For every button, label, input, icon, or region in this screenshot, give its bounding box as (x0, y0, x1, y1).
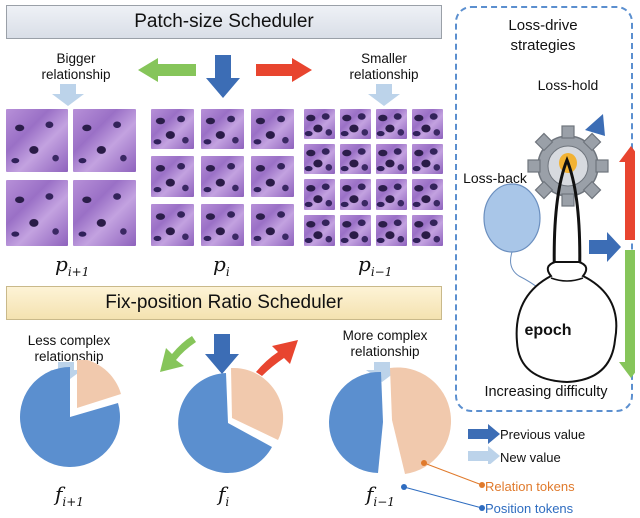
new-value-arrow-left (52, 84, 84, 106)
patch-3x3-6 (251, 156, 294, 197)
p-next-label: pi+1 (55, 252, 90, 279)
patch-arrows (52, 55, 400, 106)
patch-3x3-8 (201, 204, 244, 246)
pie-current-position (178, 373, 272, 473)
green-left-arrow (138, 58, 196, 82)
previous-value-legend-icon (468, 424, 500, 444)
red-curved-arrow (256, 340, 298, 376)
increase-arrow-red (619, 146, 635, 240)
legend-previous-value: Previous value (500, 427, 586, 442)
pie-prev-position (329, 371, 383, 473)
pie-prev (329, 367, 452, 474)
more-complex-label: More complex relationship (342, 328, 428, 359)
previous-value-arrow-loss (589, 232, 621, 262)
patch-3x3-4 (151, 156, 194, 197)
green-curved-arrow (160, 336, 196, 372)
ratio-arrows (50, 334, 398, 382)
p-current-label: pi (213, 252, 230, 279)
patch-size-scheduler-banner: Patch-size Scheduler (6, 5, 442, 39)
token-leader-lines (401, 460, 485, 511)
ratio-scheduler-banner: Fix-position Ratio Scheduler (6, 286, 442, 320)
balloon-string (510, 251, 542, 291)
loss-drive-title: Loss-drive strategies (508, 17, 578, 54)
legend-position-tokens: Position tokens (485, 501, 574, 516)
balloon-icon (483, 183, 541, 253)
patch-2x2-4 (73, 180, 136, 246)
patch-2x2-1 (6, 109, 68, 172)
new-value-arrow-ratio-right (366, 362, 398, 382)
legend-relation-tokens: Relation tokens (485, 479, 575, 494)
pie-current (178, 367, 284, 473)
patch-3x3-7 (151, 204, 194, 246)
new-value-legend-icon (468, 446, 500, 464)
smaller-relationship-label: Smaller relationship (349, 51, 419, 82)
previous-value-arrow-ratio (205, 334, 239, 374)
pie-current-relation (231, 367, 284, 440)
patch-size-scheduler-title: Patch-size Scheduler (134, 11, 314, 32)
patch-3x3-9 (251, 204, 294, 246)
legend-new-value: New value (500, 450, 561, 465)
patch-3x3-3 (251, 109, 294, 149)
legend-arrows (468, 424, 500, 464)
patch-2x2-3 (6, 180, 68, 246)
loss-hold-pointer (585, 114, 605, 136)
pie-next-relation (77, 360, 121, 408)
red-right-arrow (256, 58, 312, 82)
patch-3x3-5 (201, 156, 244, 197)
string-loop (552, 155, 582, 291)
patch-2x2-2 (73, 109, 136, 172)
pie-prev-relation (390, 367, 452, 474)
f-current-label: fi (218, 482, 230, 509)
new-value-arrow-right (368, 84, 400, 106)
patch-3x3-1 (151, 109, 194, 149)
previous-value-arrow-patch (206, 55, 240, 98)
patch-4x4-grid (304, 109, 444, 246)
loss-back-label: Loss-back (463, 170, 527, 186)
epoch-label: epoch (524, 322, 572, 339)
p-prev-label: pi−1 (358, 252, 393, 279)
increasing-difficulty-label: Increasing difficulty (484, 384, 608, 400)
pie-next (19, 360, 121, 467)
sack-icon (515, 261, 618, 384)
loss-drive-illustration (483, 114, 635, 384)
pie-next-position (19, 367, 120, 467)
decrease-arrow-green (619, 250, 635, 378)
f-prev-label: fi−1 (366, 482, 395, 509)
bigger-relationship-label: Bigger relationship (41, 51, 111, 82)
patch-3x3-2 (201, 109, 244, 149)
ratio-scheduler-title: Fix-position Ratio Scheduler (105, 292, 343, 313)
f-next-label: fi+1 (55, 482, 84, 509)
pie-charts (19, 360, 452, 474)
loss-hold-label: Loss-hold (537, 77, 599, 93)
